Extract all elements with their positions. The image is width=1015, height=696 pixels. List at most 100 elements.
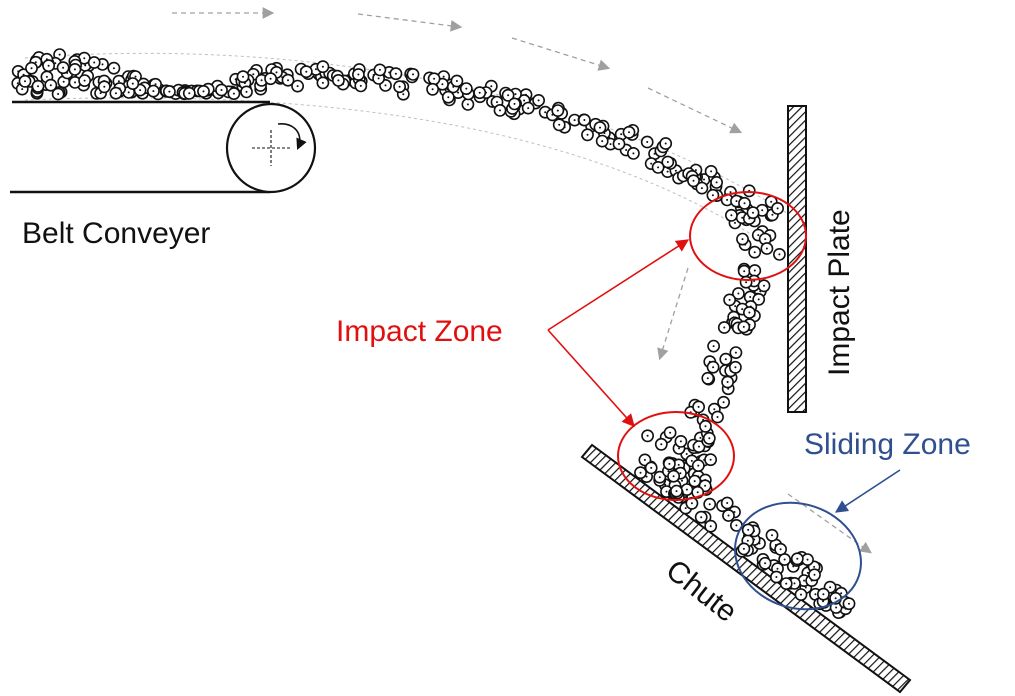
- particle-center: [779, 548, 782, 551]
- particle-center: [305, 70, 308, 73]
- particle-center: [726, 381, 729, 383]
- particle-center: [771, 213, 774, 216]
- particle-center: [412, 73, 414, 76]
- belt-conveyor: [10, 100, 317, 194]
- particle-center: [753, 251, 756, 254]
- particle-center: [753, 269, 756, 272]
- particle-center: [785, 582, 788, 585]
- particle-center: [442, 75, 445, 78]
- particle-center: [625, 149, 628, 151]
- particle-center: [667, 470, 670, 473]
- particle-center: [252, 73, 255, 76]
- impact-zone-leader-upper: [547, 239, 690, 331]
- particle-center: [690, 459, 693, 462]
- particle-center: [49, 84, 52, 87]
- particle-center: [152, 90, 155, 93]
- particle-center: [618, 142, 620, 145]
- particle-center: [806, 558, 809, 561]
- particle-center: [632, 152, 635, 155]
- particle-center: [507, 94, 510, 97]
- particle-center: [628, 131, 630, 134]
- particle-center: [668, 462, 671, 465]
- impact-zone-ellipse-plate: [689, 191, 807, 281]
- particle-center: [242, 75, 244, 78]
- particle-center: [757, 298, 760, 301]
- particle-center: [712, 345, 715, 348]
- particle-center: [822, 600, 825, 603]
- particle-center: [677, 463, 680, 466]
- particle-center: [646, 434, 649, 437]
- particle-center: [684, 507, 687, 510]
- flow-direction-arrow-icon: [657, 267, 689, 361]
- particle-center: [220, 89, 223, 91]
- particle-center: [757, 234, 760, 237]
- particle-center: [728, 298, 731, 301]
- callouts: [547, 239, 901, 513]
- particle-center: [735, 200, 738, 203]
- particle-center: [114, 92, 117, 95]
- particle-center: [814, 593, 817, 596]
- particle-center: [748, 311, 751, 314]
- particle-center: [378, 68, 381, 71]
- particle-center: [131, 82, 134, 85]
- particle-center: [700, 187, 703, 190]
- particle-center: [586, 133, 589, 136]
- particle-center: [523, 99, 526, 102]
- trajectory-lower: [24, 97, 761, 241]
- particle-center: [735, 524, 738, 527]
- particle-center: [573, 119, 576, 122]
- impact-zone-leader-lower: [547, 329, 635, 427]
- particle-center: [726, 502, 729, 504]
- particle-center: [681, 479, 683, 482]
- particle-center: [457, 91, 460, 94]
- particle-center: [741, 238, 744, 241]
- particle-center: [478, 91, 481, 94]
- particle-center: [134, 75, 137, 78]
- particle-center: [514, 93, 517, 96]
- particle-center: [601, 140, 604, 143]
- particle-center: [269, 77, 272, 80]
- particle-center: [609, 143, 612, 146]
- particle-center: [402, 93, 405, 96]
- trajectory-upper: [24, 52, 791, 216]
- particle-center: [490, 85, 493, 88]
- particle-center: [743, 270, 746, 273]
- particle-center: [771, 534, 773, 537]
- particle-center: [232, 92, 235, 95]
- particle-center: [761, 209, 764, 212]
- particle-center: [394, 72, 397, 75]
- particle-center: [726, 198, 729, 201]
- particle-center: [527, 107, 530, 110]
- particle-center: [734, 221, 736, 224]
- particle-center: [83, 57, 86, 60]
- flow-direction-arrow-icon: [511, 37, 611, 71]
- particle-center: [73, 68, 76, 71]
- particle-center: [746, 539, 749, 542]
- particle-center: [704, 484, 707, 487]
- particle-center: [724, 358, 727, 361]
- pulley-rotation-arrow-icon: [277, 123, 307, 151]
- particle-center: [741, 308, 744, 311]
- particle-center: [737, 292, 740, 295]
- particle-center: [58, 53, 61, 56]
- particle-center: [314, 68, 317, 71]
- particle-center: [692, 179, 695, 182]
- particle-center: [260, 79, 263, 82]
- particle-center: [674, 169, 677, 172]
- particle-center: [620, 133, 623, 136]
- particle-center: [99, 92, 102, 95]
- particle-center: [783, 558, 786, 561]
- particle-center: [763, 284, 765, 287]
- particle-center: [537, 99, 540, 102]
- particle-center: [685, 453, 688, 455]
- particle-center: [776, 207, 779, 210]
- particle-center: [650, 466, 653, 469]
- particle-center: [639, 471, 642, 474]
- particle-center: [650, 162, 653, 165]
- particle-center: [666, 161, 669, 163]
- particle-center: [730, 214, 733, 217]
- particle-center: [776, 567, 779, 570]
- particle-center: [745, 281, 748, 284]
- particle-center: [690, 502, 693, 505]
